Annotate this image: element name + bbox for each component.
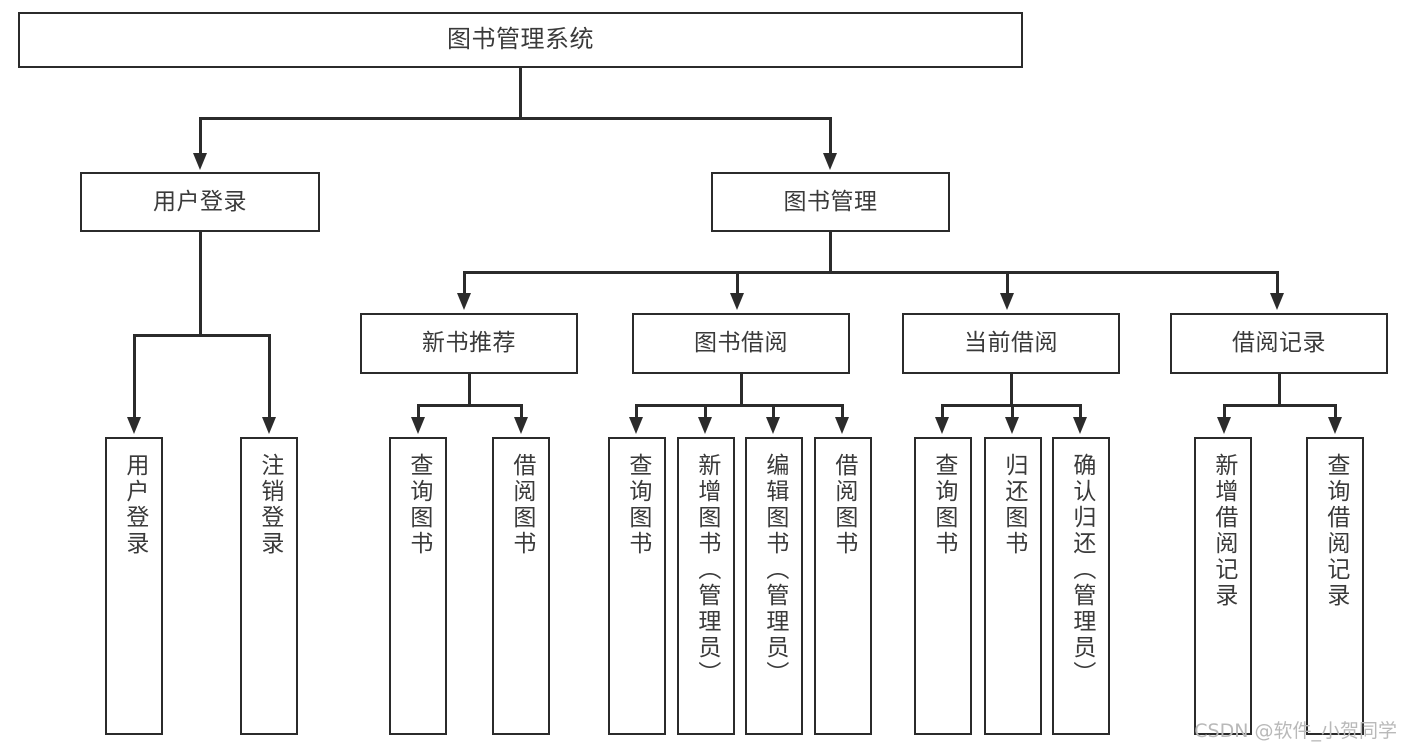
edge-book-manage-to-new-book xyxy=(463,271,466,296)
node-new-book-recommend[interactable]: 新书推荐 xyxy=(360,313,578,374)
arrowhead-book-manage-to-borrow-record xyxy=(1270,293,1284,310)
node-user-login[interactable]: 用户登录 xyxy=(80,172,320,232)
leaf-new-book-query[interactable]: 查询图书 xyxy=(389,437,447,735)
arrowhead-borrow-record-to-leaf-1 xyxy=(1217,417,1231,434)
edge-user-login-to-leaf-1 xyxy=(133,334,136,420)
leaf-label: 查询图书 xyxy=(405,453,432,557)
edge-book-borrow-to-leaf-4 xyxy=(841,404,844,420)
leaf-book-borrow-lend[interactable]: 借阅图书 xyxy=(814,437,872,735)
node-book-manage[interactable]: 图书管理 xyxy=(711,172,950,232)
edge-book-borrow-to-leaf-2 xyxy=(704,404,707,420)
arrowhead-root-to-user-login xyxy=(193,153,207,170)
arrowhead-current-borrow-to-leaf-1 xyxy=(935,417,949,434)
arrowhead-borrow-record-to-leaf-2 xyxy=(1328,417,1342,434)
arrowhead-user-login-to-leaf-1 xyxy=(127,417,141,434)
leaf-current-borrow-query[interactable]: 查询图书 xyxy=(914,437,972,735)
edge-book-manage-stem xyxy=(829,232,832,272)
arrowhead-current-borrow-to-leaf-2 xyxy=(1005,417,1019,434)
node-label: 图书管理 xyxy=(783,188,878,215)
edge-root-to-book-manage xyxy=(829,117,832,156)
edge-book-manage-to-current-borrow xyxy=(1006,271,1009,296)
leaf-label: 借阅图书 xyxy=(830,453,857,557)
edge-current-borrow-to-leaf-2 xyxy=(1011,404,1014,420)
arrowhead-book-borrow-to-leaf-3 xyxy=(766,417,780,434)
leaf-borrow-record-query[interactable]: 查询借阅记录 xyxy=(1306,437,1364,735)
edge-book-borrow-bus xyxy=(635,404,844,407)
node-book-borrow[interactable]: 图书借阅 xyxy=(632,313,850,374)
watermark-csdn: CSDN @软件_小贺同学 xyxy=(1194,720,1397,742)
arrowhead-book-borrow-to-leaf-4 xyxy=(835,417,849,434)
leaf-book-borrow-edit[interactable]: 编辑图书（管理员） xyxy=(745,437,803,735)
arrowhead-current-borrow-to-leaf-3 xyxy=(1073,417,1087,434)
leaf-label: 编辑图书（管理员） xyxy=(761,453,788,687)
leaf-book-borrow-add[interactable]: 新增图书（管理员） xyxy=(677,437,735,735)
node-label: 借阅记录 xyxy=(1232,330,1326,357)
edge-current-borrow-stem xyxy=(1010,374,1013,405)
leaf-borrow-record-add[interactable]: 新增借阅记录 xyxy=(1194,437,1252,735)
edge-borrow-record-stem xyxy=(1278,374,1281,405)
edge-current-borrow-to-leaf-3 xyxy=(1079,404,1082,420)
node-current-borrow[interactable]: 当前借阅 xyxy=(902,313,1120,374)
leaf-user-login-logout[interactable]: 注销登录 xyxy=(240,437,298,735)
edge-borrow-record-to-leaf-1 xyxy=(1223,404,1226,420)
arrowhead-new-book-to-leaf-1 xyxy=(411,417,425,434)
leaf-label: 查询借阅记录 xyxy=(1322,453,1349,609)
edge-book-manage-to-borrow-record xyxy=(1276,271,1279,296)
edge-root-bus xyxy=(199,117,832,120)
edge-new-book-bus xyxy=(417,404,522,407)
node-label: 当前借阅 xyxy=(964,330,1058,357)
edge-user-login-to-leaf-2 xyxy=(268,334,271,420)
edge-user-login-bus xyxy=(133,334,270,337)
leaf-label: 查询图书 xyxy=(930,453,957,557)
leaf-label: 用户登录 xyxy=(121,453,148,557)
edge-borrow-record-to-leaf-2 xyxy=(1334,404,1337,420)
node-label: 图书借阅 xyxy=(694,330,788,357)
edge-new-book-to-leaf-2 xyxy=(520,404,523,420)
edge-new-book-stem xyxy=(468,374,471,405)
arrowhead-book-manage-to-book-borrow xyxy=(730,293,744,310)
leaf-user-login-login[interactable]: 用户登录 xyxy=(105,437,163,735)
leaf-current-borrow-return[interactable]: 归还图书 xyxy=(984,437,1042,735)
arrowhead-book-borrow-to-leaf-1 xyxy=(629,417,643,434)
arrowhead-book-manage-to-current-borrow xyxy=(1000,293,1014,310)
arrowhead-new-book-to-leaf-2 xyxy=(514,417,528,434)
leaf-label: 借阅图书 xyxy=(508,453,535,557)
leaf-label: 注销登录 xyxy=(256,453,283,557)
edge-book-borrow-to-leaf-1 xyxy=(635,404,638,420)
node-borrow-record[interactable]: 借阅记录 xyxy=(1170,313,1388,374)
leaf-label: 新增图书（管理员） xyxy=(693,453,720,687)
node-root-system[interactable]: 图书管理系统 xyxy=(18,12,1023,68)
leaf-label: 确认归还（管理员） xyxy=(1068,453,1095,687)
leaf-label: 新增借阅记录 xyxy=(1210,453,1237,609)
arrowhead-root-to-book-manage xyxy=(823,153,837,170)
node-label: 图书管理系统 xyxy=(447,25,594,54)
edge-book-borrow-stem xyxy=(740,374,743,405)
edge-borrow-record-bus xyxy=(1223,404,1336,407)
edge-book-manage-bus xyxy=(463,271,1279,274)
leaf-current-borrow-confirm-return[interactable]: 确认归还（管理员） xyxy=(1052,437,1110,735)
edge-book-manage-to-book-borrow xyxy=(736,271,739,296)
leaf-new-book-borrow[interactable]: 借阅图书 xyxy=(492,437,550,735)
arrowhead-book-manage-to-new-book xyxy=(457,293,471,310)
node-label: 用户登录 xyxy=(153,188,247,215)
leaf-label: 归还图书 xyxy=(1000,453,1027,557)
leaf-book-borrow-query[interactable]: 查询图书 xyxy=(608,437,666,735)
edge-current-borrow-to-leaf-1 xyxy=(941,404,944,420)
edge-user-login-stem xyxy=(199,232,202,335)
edge-book-borrow-to-leaf-3 xyxy=(772,404,775,420)
node-label: 新书推荐 xyxy=(422,330,516,357)
arrowhead-book-borrow-to-leaf-2 xyxy=(698,417,712,434)
edge-root-to-user-login xyxy=(199,117,202,156)
edge-new-book-to-leaf-1 xyxy=(417,404,420,420)
leaf-label: 查询图书 xyxy=(624,453,651,557)
arrowhead-user-login-to-leaf-2 xyxy=(262,417,276,434)
edge-root-stem xyxy=(519,68,522,118)
